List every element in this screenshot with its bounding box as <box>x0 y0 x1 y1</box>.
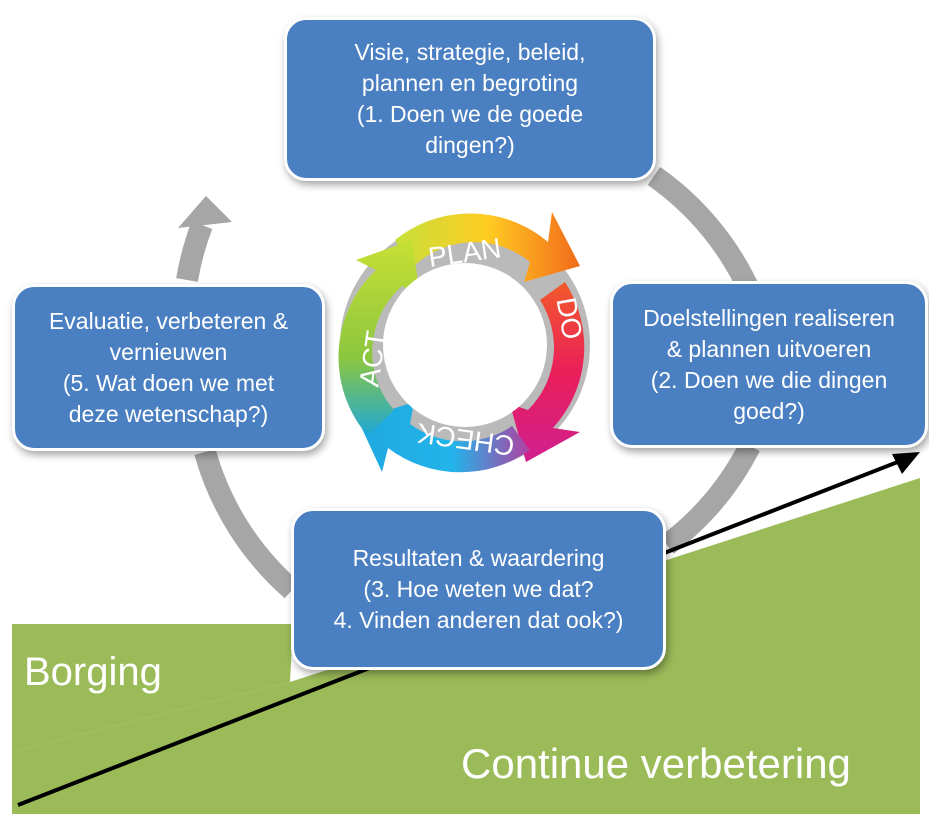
borging-ramp <box>12 624 293 752</box>
do-box-line: & plannen uitvoeren <box>666 335 872 362</box>
plan-box-line: (1. Doen we de goede <box>356 101 584 127</box>
check-box-line: Resultaten & waardering <box>352 544 605 571</box>
plan-box-line: plannen en begroting <box>361 70 579 96</box>
outer-cycle-arrowhead <box>178 196 232 228</box>
check-segment <box>358 402 530 473</box>
plan-box: Visie, strategie, beleid, plannen en beg… <box>284 17 656 181</box>
act-segment <box>338 240 420 436</box>
do-box-line: Doelstellingen realiseren <box>643 304 895 331</box>
do-box-line: goed?) <box>733 397 805 424</box>
plan-box-line: dingen?) <box>425 132 515 158</box>
do-box: Doelstellingen realiseren & plannen uitv… <box>610 281 928 448</box>
plan-box-line: Visie, strategie, beleid, <box>354 39 586 65</box>
check-box-line: 4. Vinden anderen dat ook?) <box>333 606 624 633</box>
act-box-line: Evaluatie, verbeteren & <box>48 307 289 334</box>
pdca-wheel: PLAN DO CHECK ACT <box>338 212 590 473</box>
borging-label: Borging <box>24 650 162 694</box>
do-segment <box>510 282 585 462</box>
check-box-line: (3. Hoe weten we dat? <box>363 575 594 602</box>
act-box-line: vernieuwen <box>109 338 228 365</box>
check-box: Resultaten & waardering (3. Hoe weten we… <box>291 508 666 670</box>
do-box-line: (2. Doen we die dingen <box>650 366 888 393</box>
continue-verbetering-label: Continue verbetering <box>461 740 851 787</box>
improvement-arrowhead <box>892 452 920 474</box>
act-box-line: deze wetenschap?) <box>68 400 269 427</box>
do-label: DO <box>550 295 588 342</box>
act-box: Evaluatie, verbeteren & vernieuwen (5. W… <box>12 284 325 451</box>
act-box-line: (5. Wat doen we met <box>62 369 275 396</box>
outer-cycle-ring <box>176 166 763 599</box>
act-label: ACT <box>353 329 391 389</box>
plan-segment <box>395 212 580 282</box>
